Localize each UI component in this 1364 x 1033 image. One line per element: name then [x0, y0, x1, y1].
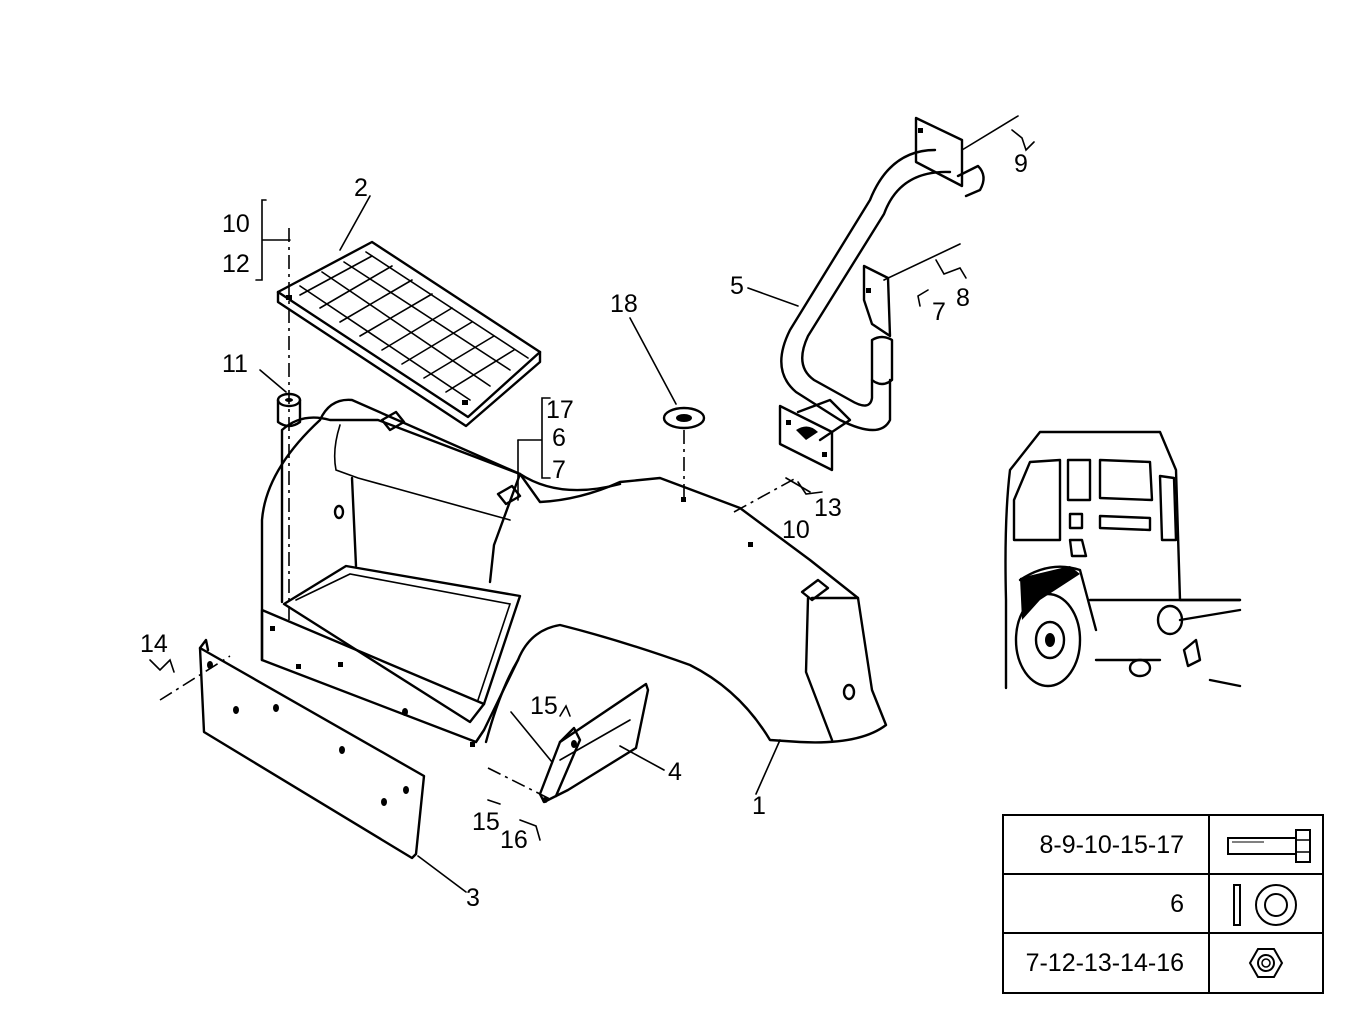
mud-flap-bracket — [538, 682, 650, 804]
callout-18: 18 — [610, 290, 638, 318]
callout-4: 4 — [668, 758, 682, 786]
callout-8: 8 — [956, 284, 970, 312]
truck-location-thumbnail — [1004, 430, 1242, 690]
legend-row-bolts: 8-9-10-15-17 — [1004, 816, 1322, 875]
legend-row-nuts: 7-12-13-14-16 — [1004, 934, 1322, 992]
washer-icon — [1233, 884, 1297, 926]
callout-10b: 10 — [782, 516, 810, 544]
legend-parts-washers: 6 — [1170, 890, 1184, 918]
callout-13: 13 — [814, 494, 842, 522]
callout-10a: 10 — [222, 210, 250, 238]
callout-14: 14 — [140, 630, 168, 658]
callout-1: 1 — [752, 792, 766, 820]
callout-16: 16 — [500, 826, 528, 854]
grab-handle — [778, 116, 985, 472]
callout-17: 17 — [546, 396, 574, 424]
legend-parts-nuts: 7-12-13-14-16 — [1025, 949, 1184, 977]
callout-9: 9 — [1014, 150, 1028, 178]
callout-15b: 15 — [472, 808, 500, 836]
callout-7a: 7 — [552, 456, 566, 484]
callout-15a: 15 — [530, 692, 558, 720]
legend-parts-bolts: 8-9-10-15-17 — [1039, 831, 1184, 859]
legend-row-washers: 6 — [1004, 875, 1322, 934]
hex-nut-icon — [1248, 948, 1284, 978]
callout-12: 12 — [222, 250, 250, 278]
grommet — [662, 406, 706, 430]
bolt-icon — [1227, 829, 1311, 863]
callout-6: 6 — [552, 424, 566, 452]
callout-numbers: 1 2 3 4 5 6 7 7 8 9 10 10 11 12 13 14 15… — [140, 150, 1028, 912]
callout-3: 3 — [466, 884, 480, 912]
fastener-legend-table: 8-9-10-15-17 6 7-12-13-14-16 — [1002, 814, 1324, 994]
leader-lines — [149, 115, 1035, 893]
fender-step-box — [260, 398, 888, 747]
mud-flap — [198, 638, 426, 860]
callout-11: 11 — [222, 350, 248, 378]
callout-2: 2 — [354, 174, 368, 202]
step-tread — [276, 240, 542, 428]
callout-5: 5 — [730, 272, 744, 300]
callout-7b: 7 — [932, 298, 946, 326]
